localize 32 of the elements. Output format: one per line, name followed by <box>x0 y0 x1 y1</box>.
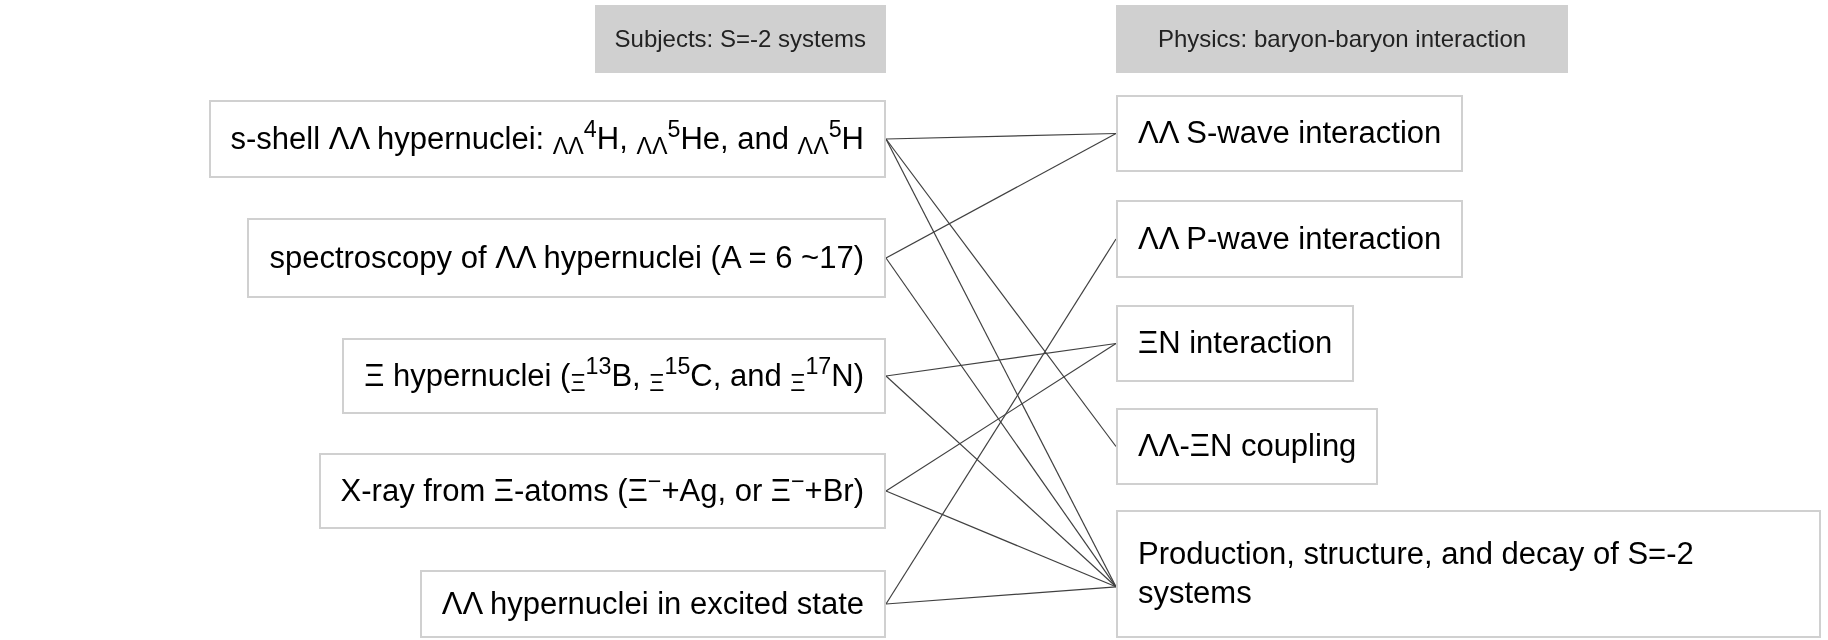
topic-box <box>1116 200 1464 278</box>
header-text: Subjects: S=-2 systems <box>614 24 866 54</box>
topic-box <box>1116 95 1464 172</box>
topic-box <box>419 570 886 638</box>
header-band <box>1116 5 1568 73</box>
topic-text: Ξ hypernuclei ($_{Ξ}$$^{13}$B, $_{Ξ}$$^{15}$C, and $_{Ξ}$$^{17}$N) <box>364 356 864 396</box>
topic-text: ΞN interaction <box>1138 324 1333 363</box>
connector-line <box>885 132 1117 140</box>
header-band <box>594 5 886 73</box>
topic-box <box>342 338 886 414</box>
connector-line <box>885 586 1117 605</box>
topic-box <box>1116 408 1379 485</box>
connector-line <box>885 138 1117 448</box>
connector-line <box>885 342 1117 377</box>
connector-line <box>885 342 1117 492</box>
topic-text: Production, structure, and decay of S=-2 systems <box>1138 535 1695 612</box>
topic-box <box>318 453 886 529</box>
topic-text: X-ray from Ξ-atoms (Ξ$^{−}$+Ag, or Ξ$^{−}$+Br) <box>340 471 864 510</box>
topic-box <box>1116 305 1355 382</box>
topic-text: s-shell ΛΛ hypernuclei: $_{ΛΛ}$$^{4}$H, $_{ΛΛ}$$^{5}$He, and $_{ΛΛ}$$^{5}$H <box>230 119 864 159</box>
topic-text: ΛΛ-ΞN coupling <box>1138 427 1357 466</box>
topic-box <box>247 218 886 298</box>
topic-box <box>208 100 886 178</box>
topic-text: spectroscopy of ΛΛ hypernuclei (A = 6 ~17) <box>269 238 864 277</box>
connector-line <box>885 375 1117 588</box>
topic-box <box>1116 510 1821 638</box>
header-text: Physics: baryon-baryon interaction <box>1157 24 1527 54</box>
connector-line <box>885 132 1117 259</box>
topic-text: ΛΛ P-wave interaction <box>1138 219 1442 258</box>
topic-text: ΛΛ hypernuclei in excited state <box>441 584 864 623</box>
topic-text: ΛΛ S-wave interaction <box>1138 114 1442 153</box>
connector-line <box>885 490 1117 588</box>
